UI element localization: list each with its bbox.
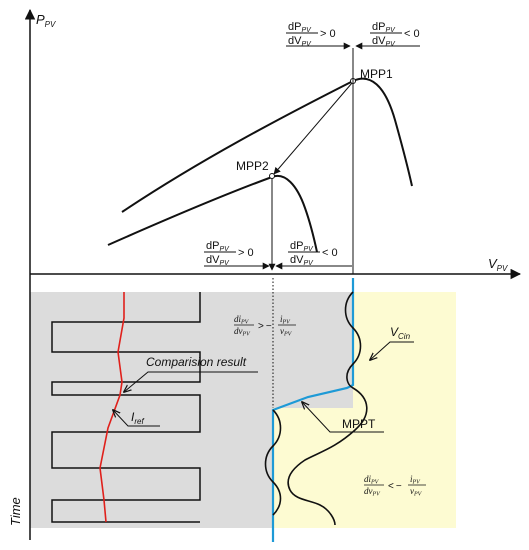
mpp1-right-compare: < 0 (404, 28, 420, 40)
pv-curve-low (107, 174, 318, 253)
mpp2-left-denominator: dVPV (206, 254, 230, 267)
comparison-square-wave (51, 292, 201, 523)
vcin-label: VCin (390, 325, 411, 341)
mpp2-label: MPP2 (236, 159, 269, 173)
mppt-line (271, 278, 355, 542)
inc-cond-lt-i: iPV (410, 474, 421, 486)
iref-leader (113, 410, 160, 427)
gray-region (30, 292, 273, 528)
pv-curve-high (121, 77, 413, 213)
mpp1-left-denominator: dVPV (288, 35, 312, 48)
y-axis-label: PPV (36, 12, 56, 29)
inc-cond-lt-di: diPV (364, 474, 380, 486)
mpp1-right-numerator: dPPV (372, 21, 396, 34)
inc-cond-gt-di: diPV (234, 314, 250, 326)
mpp1-left-compare: > 0 (320, 28, 336, 40)
comparison-label: Comparision result (146, 355, 247, 369)
inc-cond-lt-v: vPV (410, 486, 423, 498)
iref-line (99, 292, 125, 523)
mpp1-right-denominator: dVPV (372, 35, 396, 48)
inc-cond-lt-op: <− (388, 481, 402, 492)
mppt-leader (302, 402, 384, 433)
mpp2-right-compare: < 0 (322, 247, 338, 259)
mppt-label: MPPT (342, 417, 376, 431)
mpp2-left-compare: > 0 (238, 247, 254, 259)
inc-cond-gt-i: iPV (280, 314, 291, 326)
vcin-wave-lower (264, 409, 282, 516)
mpp1-left-numerator: dPPV (288, 21, 312, 34)
vcin-leader (370, 341, 414, 360)
mpp2-left-numerator: dPPV (206, 240, 230, 253)
iref-label: Iref (131, 410, 144, 426)
comparison-leader (124, 371, 258, 392)
mpp2-right-denominator: dVPV (290, 254, 314, 267)
vcin-wave (287, 291, 368, 526)
mpp-transition-arrow (273, 82, 353, 175)
inc-cond-gt-op: >− (258, 321, 272, 332)
inc-cond-lt-dv: dvPV (364, 486, 381, 498)
gray-region-right (273, 292, 353, 408)
time-axis-label: Time (8, 497, 23, 526)
inc-cond-gt-dv: dvPV (234, 326, 251, 338)
mpp2-point (269, 173, 275, 179)
yellow-region (353, 292, 456, 528)
inc-cond-gt-v: vPV (280, 326, 293, 338)
mpp1-label: MPP1 (360, 67, 393, 81)
mpp2-right-numerator: dPPV (290, 240, 314, 253)
x-axis-label: VPV (488, 256, 508, 273)
yellow-region-left (273, 408, 353, 528)
